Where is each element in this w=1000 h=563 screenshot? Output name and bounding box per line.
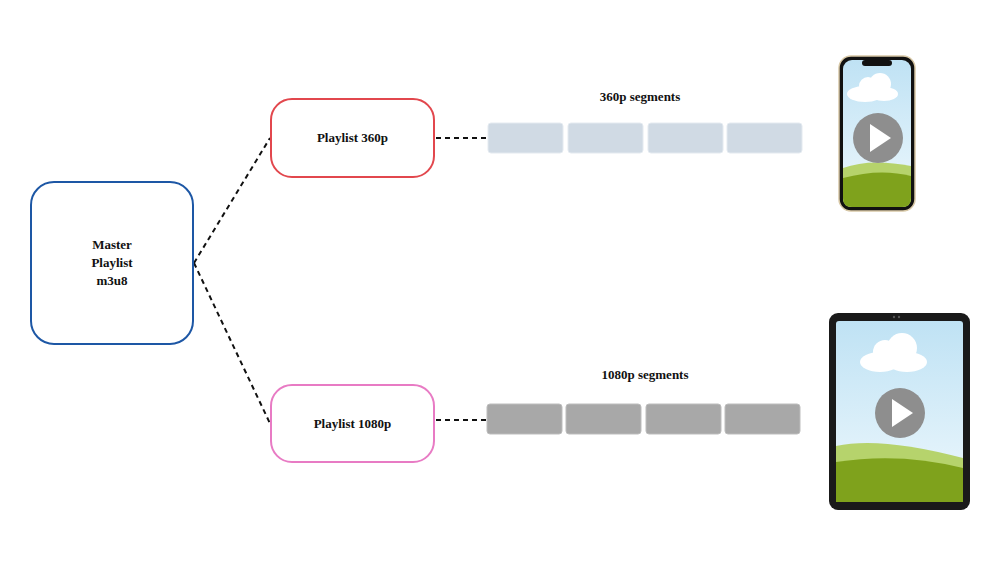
dashed-connector: [194, 138, 270, 263]
phone-frame: [839, 56, 915, 211]
tablet-illustration: [829, 313, 970, 510]
video-segment: [727, 123, 802, 153]
cloud: [860, 333, 927, 372]
play-button: [853, 113, 903, 163]
cloud-part: [887, 352, 927, 372]
segment-label: 360p segments: [560, 89, 720, 105]
video-segment: [646, 404, 721, 434]
box-title: Playlist 1080p: [314, 415, 392, 433]
box-title: Playlist 360p: [317, 129, 388, 147]
tablet-frame: [829, 313, 970, 510]
tablet-camera: [893, 316, 895, 318]
segment-label: 1080p segments: [565, 367, 725, 383]
video-segment: [488, 123, 563, 153]
phone-notch: [862, 60, 892, 66]
video-segment: [725, 404, 800, 434]
hill: [836, 458, 963, 502]
hill: [836, 443, 963, 502]
video-segment: [487, 404, 562, 434]
playlist-box: Playlist 360p: [270, 98, 435, 178]
phone-screen: [843, 60, 911, 207]
dashed-link: [436, 137, 488, 139]
hill: [843, 172, 911, 207]
video-segment: [648, 123, 723, 153]
segment-strip: [436, 123, 802, 153]
playlist-box: Master Playlist m3u8: [30, 181, 194, 345]
connector-layer: [194, 138, 270, 424]
phone-illustration: [839, 56, 915, 211]
cloud-part: [870, 87, 898, 101]
box-title: Master Playlist m3u8: [77, 236, 147, 290]
cloud: [847, 73, 898, 102]
segment-strip: [436, 404, 800, 434]
dashed-connector: [194, 263, 270, 424]
playlist-box: Playlist 1080p: [270, 384, 435, 463]
tablet-camera: [898, 316, 900, 318]
play-icon: [892, 399, 913, 427]
video-segment: [566, 404, 641, 434]
play-icon: [870, 124, 891, 152]
dashed-link: [436, 419, 487, 421]
hill: [843, 162, 911, 207]
play-button: [875, 388, 925, 438]
tablet-screen: [836, 321, 963, 502]
video-segment: [568, 123, 643, 153]
